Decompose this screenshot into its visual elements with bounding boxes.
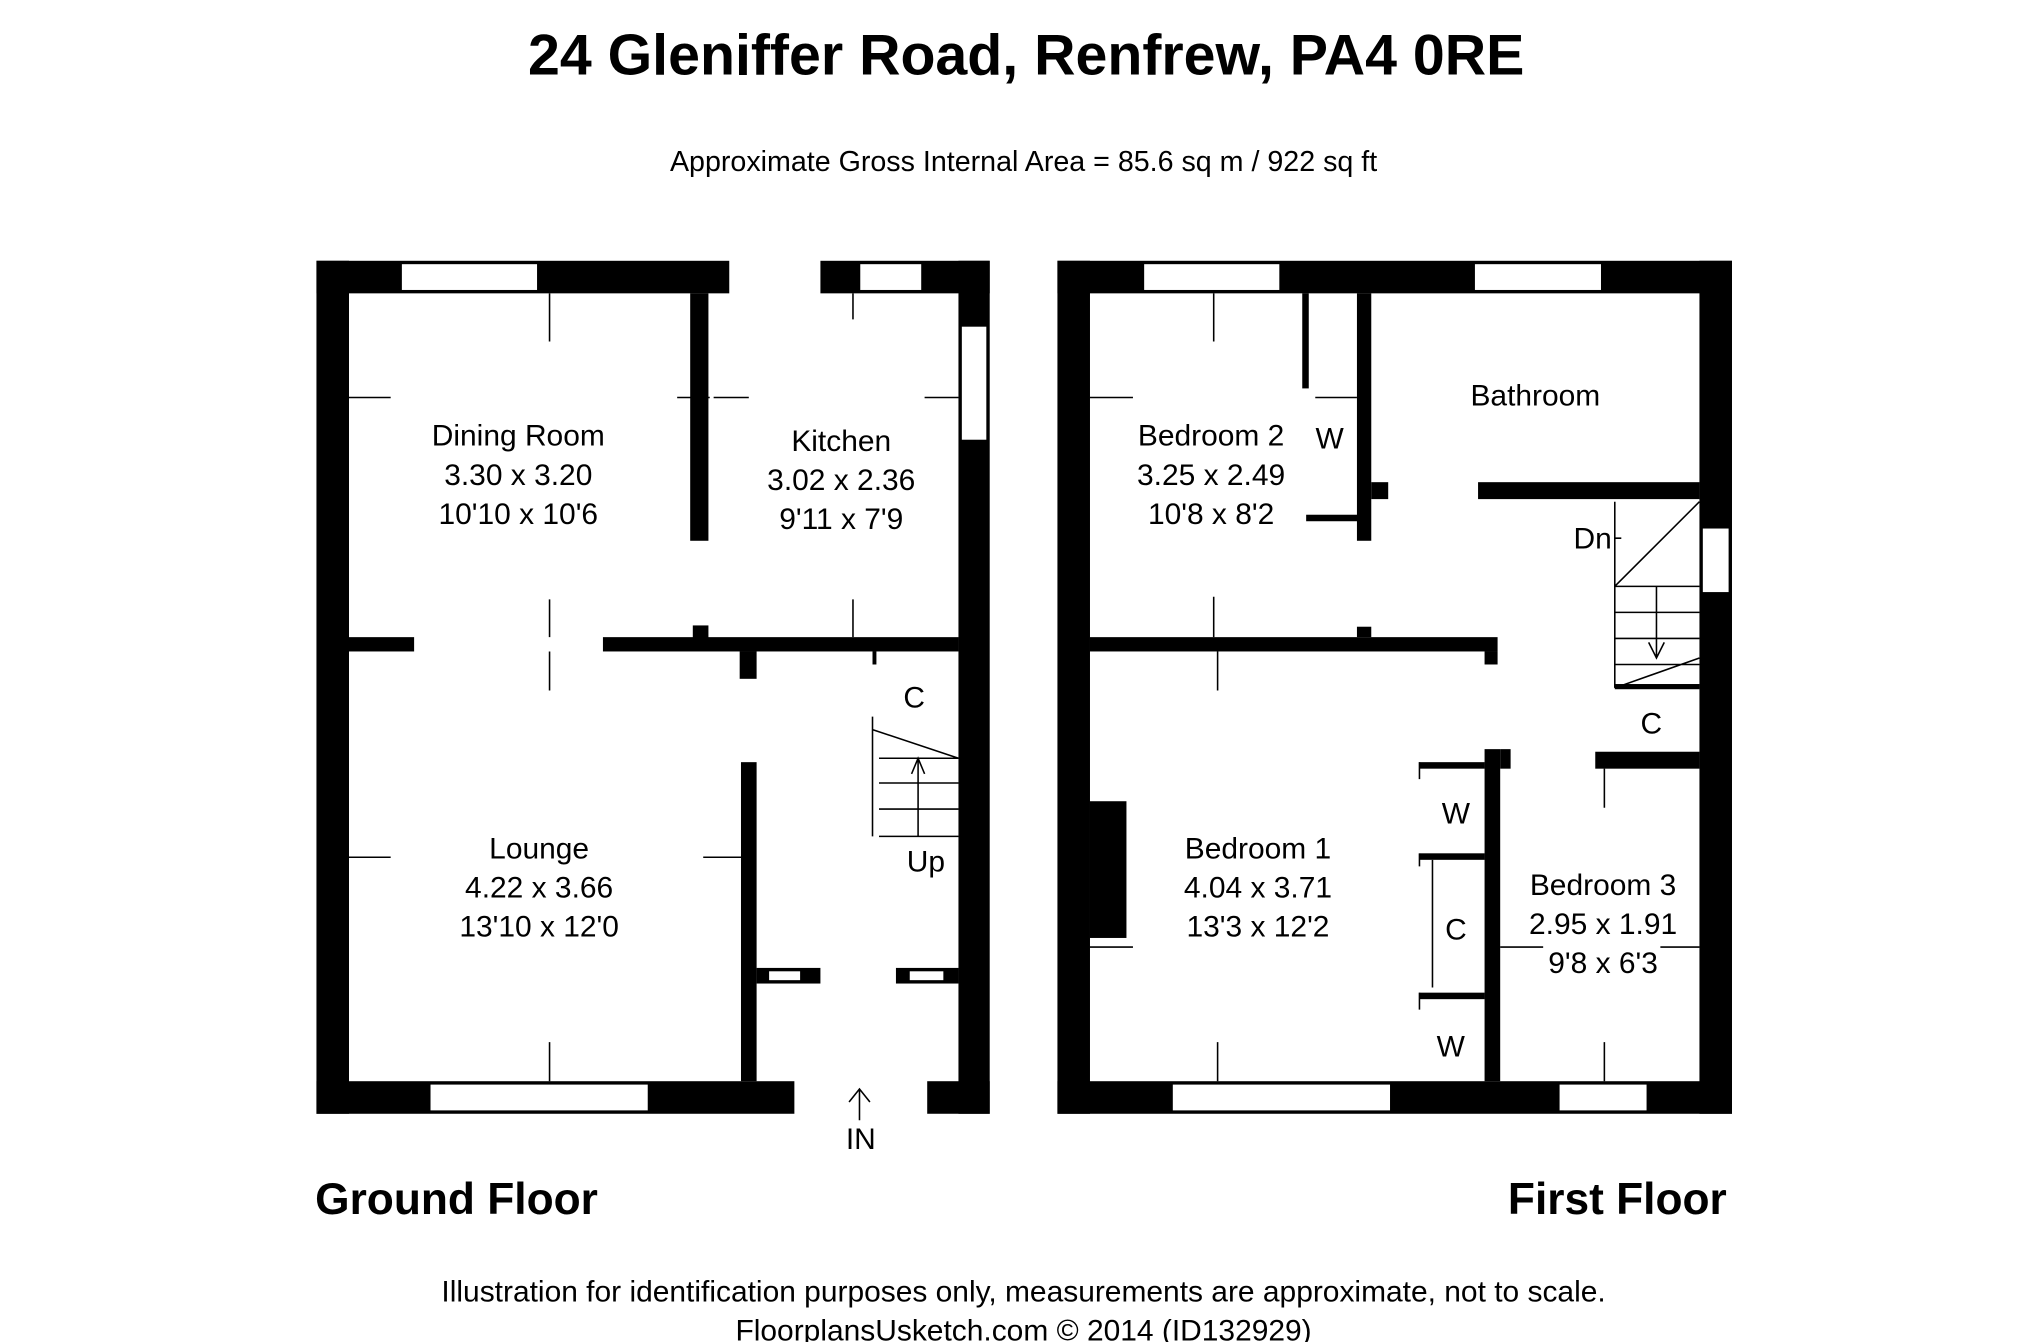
room-imperial: 9'11 x 7'9 <box>779 503 903 536</box>
room-imperial: 9'8 x 6'3 <box>1548 947 1658 980</box>
stairs-up <box>871 716 959 838</box>
room-label: Bedroom 3 <box>1530 869 1676 902</box>
room-metric: 3.02 x 2.36 <box>767 464 915 497</box>
wardrobe-mark: W <box>1437 1030 1466 1063</box>
room-label: Lounge <box>489 833 589 866</box>
ground-floor-label: Ground Floor <box>315 1175 598 1224</box>
room-metric: 4.04 x 3.71 <box>1184 872 1332 905</box>
credit: FloorplansUsketch.com © 2014 (ID132929) <box>735 1314 1311 1342</box>
room-metric: 3.25 x 2.49 <box>1137 459 1285 492</box>
entrance-mark: IN <box>846 1123 876 1156</box>
room-metric: 2.95 x 1.91 <box>1529 908 1677 941</box>
stairs-mark: Up <box>907 846 945 879</box>
room-metric: 4.22 x 3.66 <box>465 872 613 905</box>
room-imperial: 13'10 x 12'0 <box>459 911 619 944</box>
room-label: Bathroom <box>1470 379 1600 412</box>
chimney-breast <box>1089 801 1127 938</box>
window <box>1701 526 1731 594</box>
cupboard-mark: C <box>1640 708 1662 741</box>
window <box>1558 1083 1649 1112</box>
wardrobe-mark: W <box>1315 422 1344 455</box>
window <box>400 262 539 292</box>
window <box>1142 262 1281 292</box>
window <box>960 325 988 442</box>
room-imperial: 13'3 x 12'2 <box>1187 911 1330 944</box>
stairs-down <box>1418 501 1700 1010</box>
stairs-mark: Dn <box>1574 523 1612 556</box>
window <box>1473 262 1603 292</box>
disclaimer: Illustration for identification purposes… <box>441 1275 1605 1308</box>
cupboard-mark: C <box>1445 913 1467 946</box>
cupboard-mark: C <box>903 681 925 714</box>
room-metric: 3.30 x 3.20 <box>444 459 592 492</box>
gross-area: Approximate Gross Internal Area = 85.6 s… <box>670 146 1377 178</box>
window <box>428 1083 650 1112</box>
ground-floor-plan: Dining Room 3.30 x 3.20 10'10 x 10'6 Kit… <box>316 260 990 1156</box>
window <box>1171 1083 1392 1112</box>
dimension-arrows <box>1089 293 1700 1082</box>
room-imperial: 10'8 x 8'2 <box>1148 498 1274 531</box>
page-title: 24 Gleniffer Road, Renfrew, PA4 0RE <box>528 24 1524 88</box>
room-label: Dining Room <box>432 420 605 453</box>
window <box>858 262 923 292</box>
wardrobe-mark: W <box>1442 797 1471 830</box>
room-imperial: 10'10 x 10'6 <box>438 498 598 531</box>
room-label: Bedroom 2 <box>1138 420 1284 453</box>
first-floor-label: First Floor <box>1508 1175 1727 1224</box>
room-label: Bedroom 1 <box>1185 833 1331 866</box>
dimension-arrows <box>349 293 959 1121</box>
first-floor-plan: Bedroom 2 3.25 x 2.49 10'8 x 8'2 Bathroo… <box>1057 260 1732 1114</box>
room-label: Kitchen <box>791 425 891 458</box>
